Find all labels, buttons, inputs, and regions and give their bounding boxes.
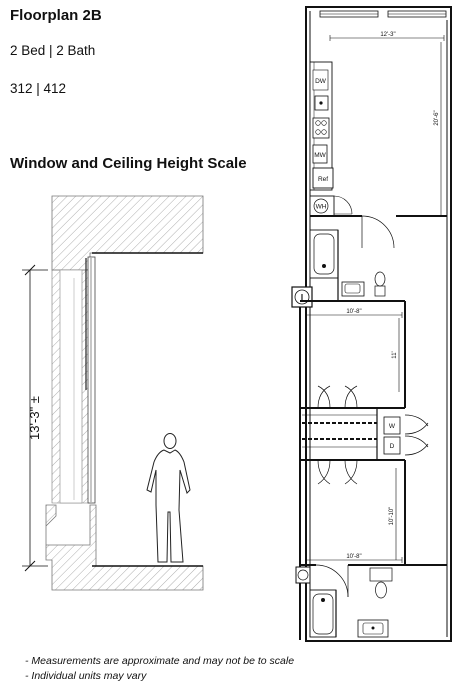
exterior-outline bbox=[305, 6, 452, 642]
dim-bedroom1-width: 10'-8" bbox=[346, 309, 361, 315]
dim-bedroom2-length: 10'-10" bbox=[389, 507, 395, 526]
dim-bedroom1-length: 11' bbox=[392, 351, 398, 358]
note-units-vary: - Individual units may vary bbox=[25, 670, 147, 682]
range bbox=[312, 117, 330, 139]
dim-kitchen-length: 20'-6" bbox=[434, 110, 440, 125]
dim-bedroom2-width: 10'-8" bbox=[346, 554, 361, 560]
scale-section-title: Window and Ceiling Height Scale bbox=[10, 155, 247, 172]
closet-doors-bedroom2 bbox=[317, 459, 358, 485]
bath2-door-swing bbox=[315, 564, 349, 598]
refrigerator-label: Ref bbox=[318, 176, 328, 183]
height-dimension-label: 13'-3" ± bbox=[27, 396, 42, 440]
washer-label: W bbox=[389, 423, 396, 430]
unit-numbers: 312 | 412 bbox=[10, 81, 67, 96]
water-heater bbox=[313, 198, 329, 214]
person-scale-figure bbox=[146, 433, 191, 563]
svg-text:I: I bbox=[301, 293, 303, 302]
laundry-doors bbox=[404, 414, 429, 456]
microwave-label: MW bbox=[314, 152, 326, 159]
floor-plan: 12'-3" 20'-6" DW MW Ref WH bbox=[291, 6, 452, 642]
closet-doors-bedroom1 bbox=[317, 385, 358, 409]
bath2-toilet bbox=[369, 567, 393, 582]
dryer-label: D bbox=[390, 443, 395, 450]
floor-slab bbox=[45, 504, 204, 591]
dryer bbox=[383, 436, 401, 455]
microwave bbox=[312, 144, 328, 164]
bed-bath-count: 2 Bed | 2 Bath bbox=[10, 43, 96, 58]
ceiling-height-section: 13'-3" ± bbox=[22, 195, 204, 591]
dim-top-width: 12'-3" bbox=[380, 32, 395, 38]
bath1-toilet bbox=[374, 285, 386, 297]
window-frame bbox=[87, 256, 96, 504]
water-heater-label: WH bbox=[316, 204, 327, 211]
bath1-door-swing bbox=[361, 215, 395, 249]
dishwasher bbox=[312, 69, 329, 91]
top-windows bbox=[319, 10, 447, 18]
floorplan-title: Floorplan 2B bbox=[10, 7, 102, 24]
washer bbox=[383, 416, 401, 435]
ceiling-slab bbox=[51, 195, 204, 271]
refrigerator bbox=[312, 167, 334, 189]
wall-cavity bbox=[59, 269, 83, 504]
dishwasher-label: DW bbox=[315, 78, 327, 85]
note-measurements: - Measurements are approximate and may n… bbox=[25, 655, 295, 667]
